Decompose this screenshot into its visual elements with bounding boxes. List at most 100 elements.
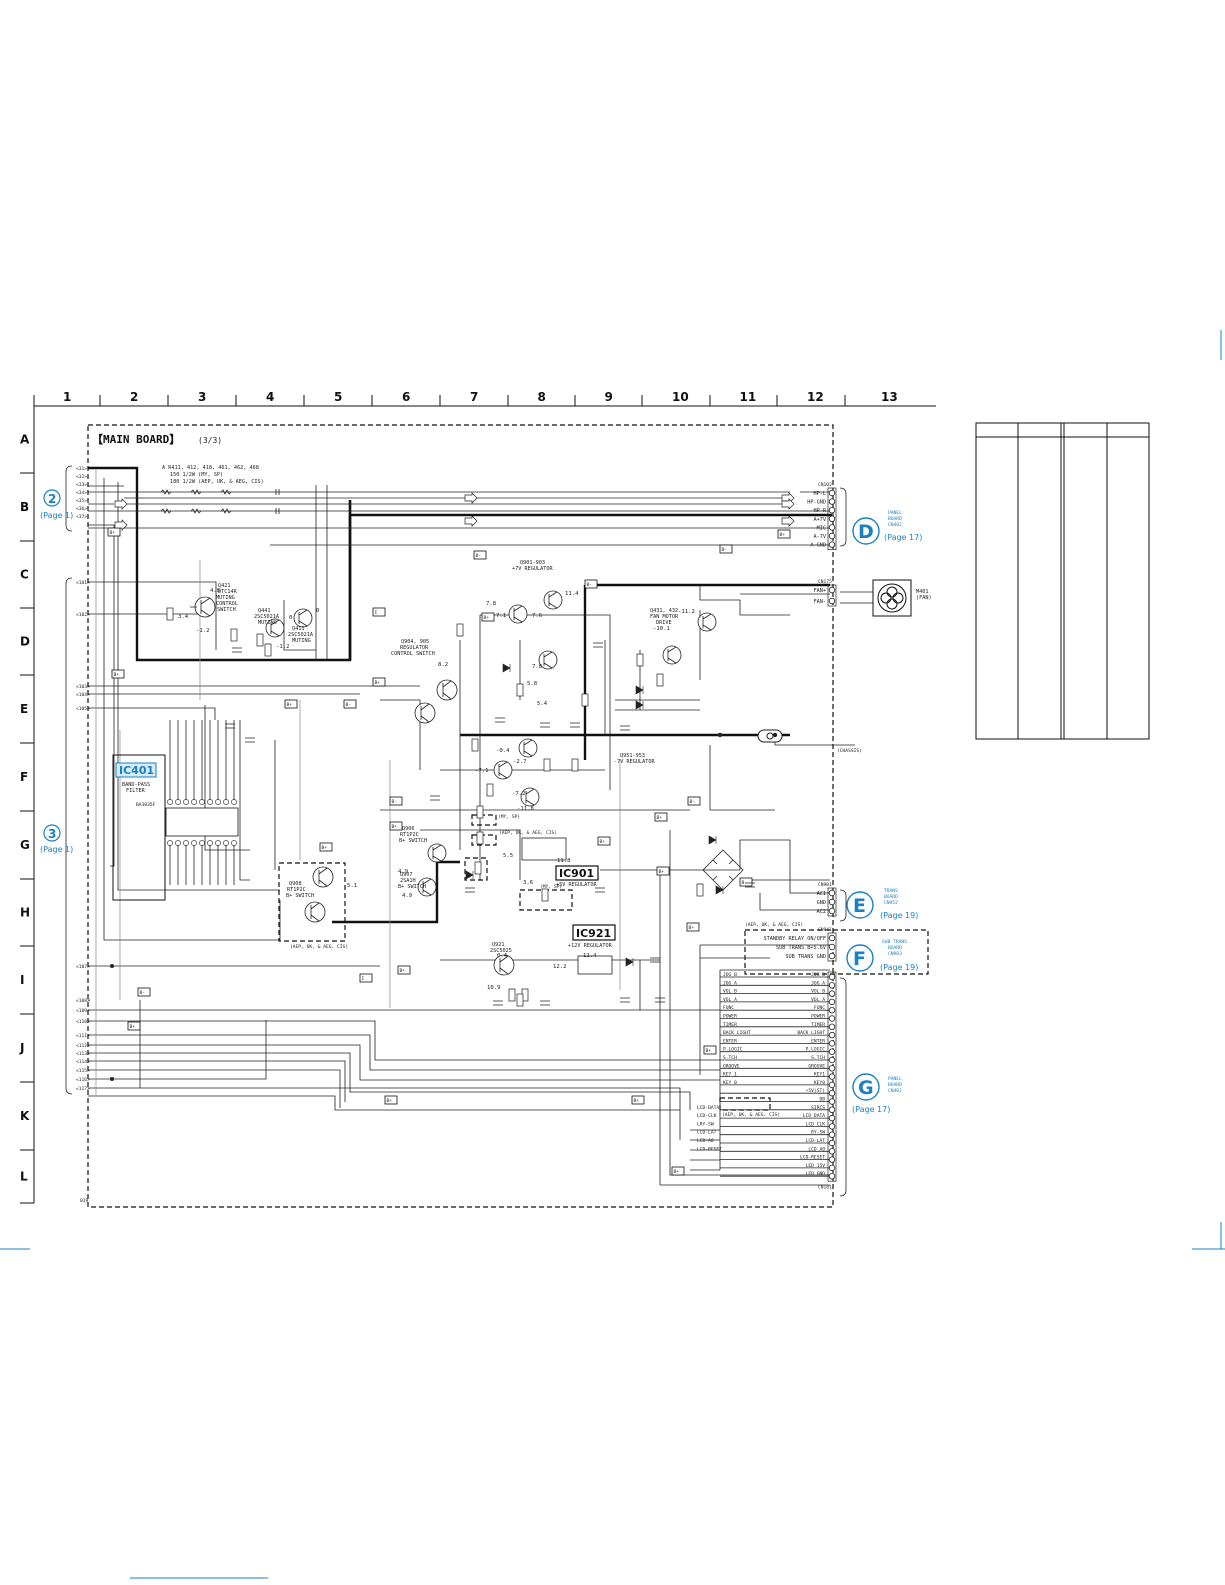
- supply-tag-20: B+: [400, 968, 406, 974]
- cn181-right-19: RY-SW: [811, 1130, 825, 1136]
- cn181-right-14: +5V(ST): [806, 1088, 825, 1094]
- q901-label: Q901-903 +7V REGULATOR: [512, 560, 553, 572]
- svg-text:3: 3: [48, 827, 56, 841]
- supply-tag-11: B-: [392, 799, 398, 805]
- svg-text:F: F: [853, 948, 866, 970]
- voltage-20: -11.8: [517, 806, 534, 812]
- svg-text:Q907: Q907: [400, 872, 413, 878]
- voltage-30: 0.4: [497, 953, 508, 959]
- column-label-7: 7: [470, 390, 478, 404]
- q904-label: Q904, 905 REGULATOR CONTROL SWITCH: [391, 639, 435, 657]
- option-box-r908: [471, 834, 497, 846]
- voltage-11: 7.8: [532, 664, 543, 670]
- svg-text:(Page 17): (Page 17): [852, 1105, 890, 1114]
- supply-tag-3: B-: [722, 547, 728, 553]
- ic401-part: BA3835F: [136, 802, 156, 808]
- cn181-left-11: GROOVE: [723, 1063, 740, 1069]
- svg-text:-7V REGULATOR: -7V REGULATOR: [614, 759, 655, 765]
- left-pin-110: <110>: [76, 1019, 90, 1025]
- left-pin-112: <112>: [76, 1043, 90, 1049]
- left-pin-114: <114>: [76, 1059, 90, 1065]
- voltage-23: 4.9: [402, 893, 412, 899]
- voltage-6: 8.2: [438, 662, 448, 668]
- supply-tag-2: B-: [476, 553, 482, 559]
- supply-tag-25: B+: [634, 1098, 640, 1104]
- parts-table: [975, 422, 1150, 740]
- svg-text:(Page 19): (Page 19): [880, 911, 918, 920]
- voltage-8: 7.1: [496, 613, 506, 619]
- svg-text:BOARD: BOARD: [888, 945, 902, 951]
- column-label-6: 6: [402, 390, 410, 404]
- cn181-right-16: SIRCS: [811, 1105, 825, 1111]
- cn181-left-12: KEY 1: [723, 1072, 737, 1078]
- column-label-3: 3: [198, 390, 206, 404]
- cn181-left-4: FUNC: [723, 1005, 734, 1011]
- left-pin-102: <102>: [76, 612, 90, 618]
- cn102-pin-5: A-7V: [814, 534, 827, 540]
- q951-label: Q951-953 -7V REGULATOR: [614, 753, 655, 765]
- option-box-r909: [471, 814, 497, 826]
- cn181-right-13: KEY0: [814, 1080, 825, 1086]
- svg-text:CONTROL: CONTROL: [216, 601, 238, 607]
- q952-transistor: [518, 738, 538, 758]
- left-pin-111: <111>: [76, 1033, 90, 1039]
- left-pin-31: <31>: [76, 466, 87, 472]
- fan-motor: [840, 579, 912, 617]
- svg-text:CN903: CN903: [888, 951, 902, 957]
- column-label-9: 9: [605, 390, 613, 404]
- q906-transistor: [427, 843, 447, 863]
- left-pin-117: <117>: [76, 1086, 90, 1092]
- svg-text:DTC14R: DTC14R: [218, 589, 238, 595]
- svg-text:B+ SWITCH: B+ SWITCH: [398, 884, 426, 890]
- svg-text:PANEL: PANEL: [888, 510, 902, 516]
- svg-text:Q421: Q421: [218, 583, 231, 589]
- supply-tag-8: B+: [287, 702, 293, 708]
- left-pin-101: <101>: [76, 580, 90, 586]
- option-box-cn941: [744, 929, 929, 975]
- voltage-15: -10.1: [653, 626, 670, 632]
- q921-label: Q921 2SC5025: [490, 942, 512, 954]
- column-label-8: 8: [538, 390, 546, 404]
- cn941-label: CN941: [818, 927, 832, 933]
- supply-tag-1: B+: [780, 532, 786, 538]
- fan-label-2: (FAN): [916, 595, 932, 601]
- svg-text:MUTING: MUTING: [292, 638, 311, 644]
- supply-tag-4: B-: [587, 582, 593, 588]
- left-pin-33: <33>: [76, 482, 87, 488]
- svg-text:CN952: CN952: [884, 900, 898, 906]
- signal-arrows: [114, 492, 795, 531]
- option-note-cn941: (AEP, UK, & AEG, CIS): [745, 922, 803, 928]
- svg-text:D: D: [858, 521, 874, 543]
- supply-tag-17: B+: [659, 869, 665, 875]
- q906-label: Q906 RT1P2C B+ SWITCH: [399, 826, 427, 844]
- supply-tag-18: B-: [742, 880, 748, 886]
- ic401-desc-2: FILTER: [126, 788, 146, 794]
- supply-tag-21: I: [362, 976, 365, 982]
- left-pin-109: <109>: [76, 1008, 90, 1014]
- column-label-11: 11: [740, 390, 757, 404]
- left-pin-104: <104>: [76, 692, 90, 698]
- grid-frame: [20, 395, 936, 1204]
- chassis-label: (CHASSIS): [837, 748, 862, 754]
- cn181-left-7: BACK LIGHT: [723, 1030, 751, 1036]
- header-note-3: 180 1/2W (AEP, UK, & AEG, CIS): [170, 479, 264, 485]
- cn181-right-1: JOG A: [811, 980, 825, 986]
- supply-tag-0: B+: [110, 530, 116, 536]
- svg-text:(Page 1): (Page 1): [40, 845, 73, 854]
- left-pin-108: <108>: [76, 998, 90, 1004]
- header-note-2: 150 1/2W (MY, SP): [170, 472, 223, 478]
- figure-number: 019: [80, 1198, 89, 1204]
- voltage-10: 7.6: [532, 613, 542, 619]
- voltage-27: 12.2: [553, 964, 566, 970]
- svg-text:Q908: Q908: [289, 881, 302, 887]
- offpage-3: 3 (Page 1): [40, 577, 73, 1095]
- left-pin-labels: <31><32><33><34><35><36><37><101><102><1…: [76, 466, 90, 1092]
- header-note-1: A R411, 412, 418, 461, 462, 468: [162, 465, 259, 471]
- cn181-right-23: LED 15V: [806, 1163, 826, 1169]
- cn901-pin-2: AC2: [817, 909, 826, 915]
- voltage-9: 11.4: [565, 591, 579, 597]
- q411-transistor: [293, 608, 313, 628]
